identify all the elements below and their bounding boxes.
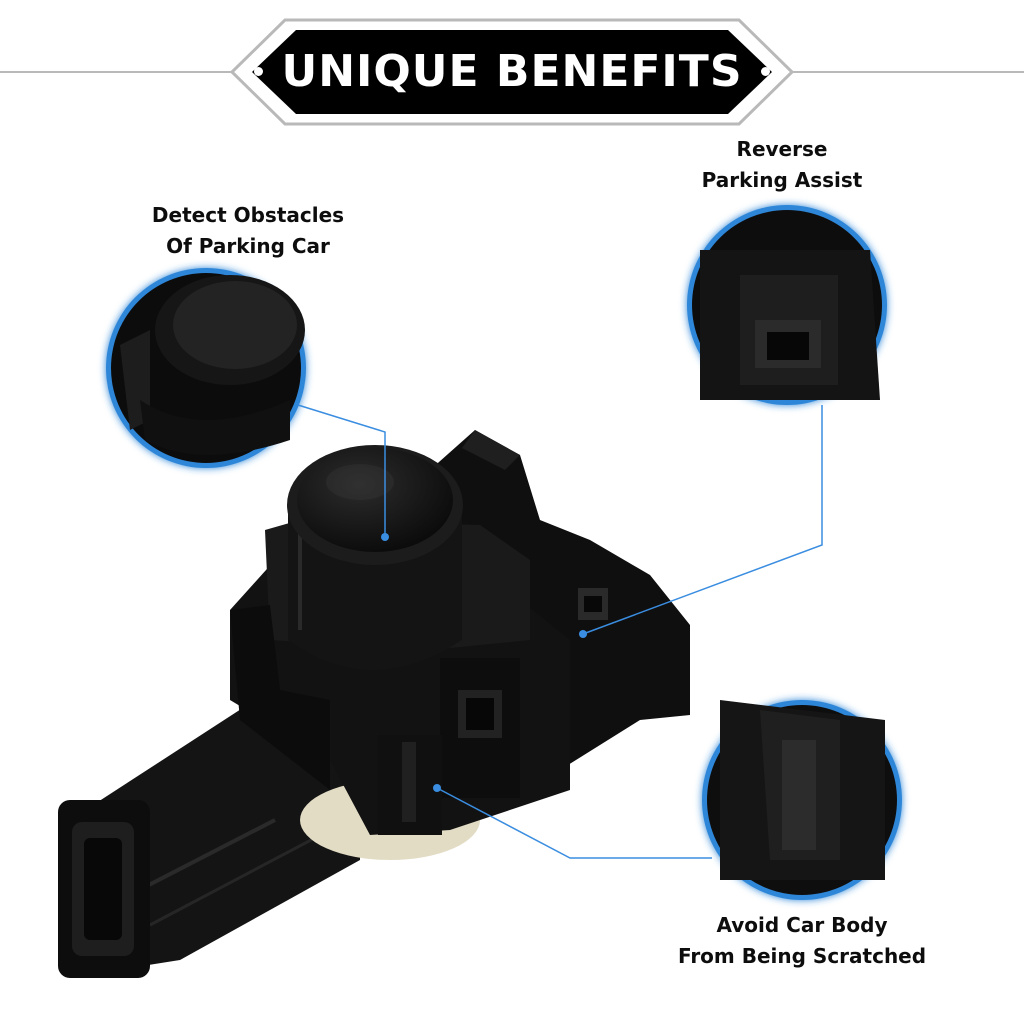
callout-circle-detect bbox=[106, 268, 306, 468]
callout-label-reverse: Reverse Parking Assist bbox=[701, 137, 863, 192]
banner bbox=[0, 18, 1024, 126]
bullet-icon bbox=[760, 66, 770, 76]
leader-lines bbox=[297, 404, 823, 859]
callout-label-scratch: Avoid Car Body From Being Scratched bbox=[677, 913, 927, 968]
bullet-icon bbox=[254, 66, 264, 76]
callout-label-detect: Detect Obstacles Of Parking Car bbox=[151, 203, 345, 258]
banner-title: UNIQUE BENEFITS bbox=[0, 42, 1024, 102]
callout-circle-scratch bbox=[702, 700, 902, 900]
callout-dots bbox=[381, 533, 587, 792]
callout-circle-reverse bbox=[687, 205, 887, 405]
parking-sensor-image bbox=[58, 430, 690, 978]
